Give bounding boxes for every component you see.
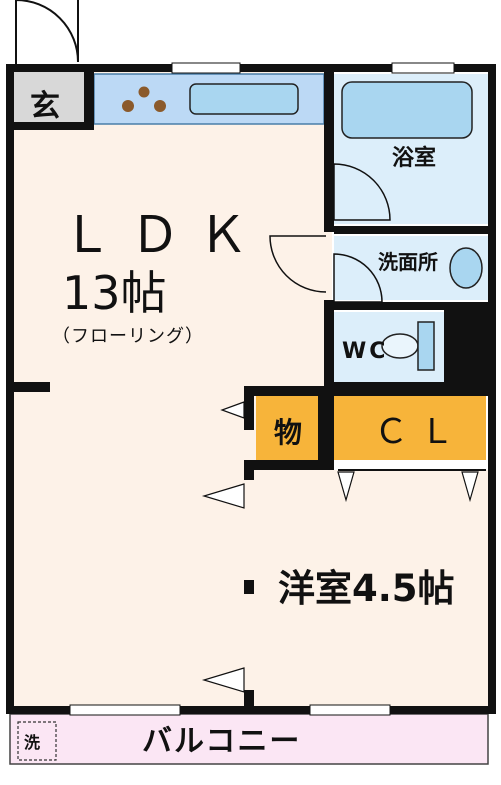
wc-label: WC: [342, 339, 389, 364]
closet-label: ＣＬ: [374, 412, 466, 452]
western-room-label: 洋室4.5帖: [278, 567, 455, 610]
balcony-area: [9, 713, 489, 765]
ldk-label: ＬＤＫ: [62, 206, 266, 264]
storage-area: [256, 396, 318, 460]
closet-area: [334, 396, 486, 460]
walls: [6, 64, 496, 714]
entrance-door: [15, 0, 79, 64]
door-swings: [269, 163, 391, 303]
genkan-label: 玄: [30, 89, 60, 124]
storage-label: 物: [274, 416, 303, 449]
bath-label: 浴室: [392, 146, 437, 171]
toilet-tank: [417, 321, 435, 371]
kitchen-sink: [189, 83, 299, 115]
balcony-label: バルコニー: [142, 724, 302, 759]
genkan-floor-area: [14, 72, 92, 130]
washroom-label: 洗面所: [378, 250, 438, 274]
washer-label: 洗: [24, 733, 41, 752]
western-room-floor-area: [252, 470, 488, 707]
stove-burners: [122, 86, 166, 112]
bathtub: [341, 81, 473, 139]
sliding-door-markers: [201, 401, 479, 693]
windows: [69, 62, 455, 716]
washer-space: [17, 721, 57, 761]
ldk-flooring-label: （フローリング）: [52, 326, 204, 347]
wash-basin: [449, 247, 483, 289]
ldk-size-label: 13帖: [62, 266, 167, 320]
